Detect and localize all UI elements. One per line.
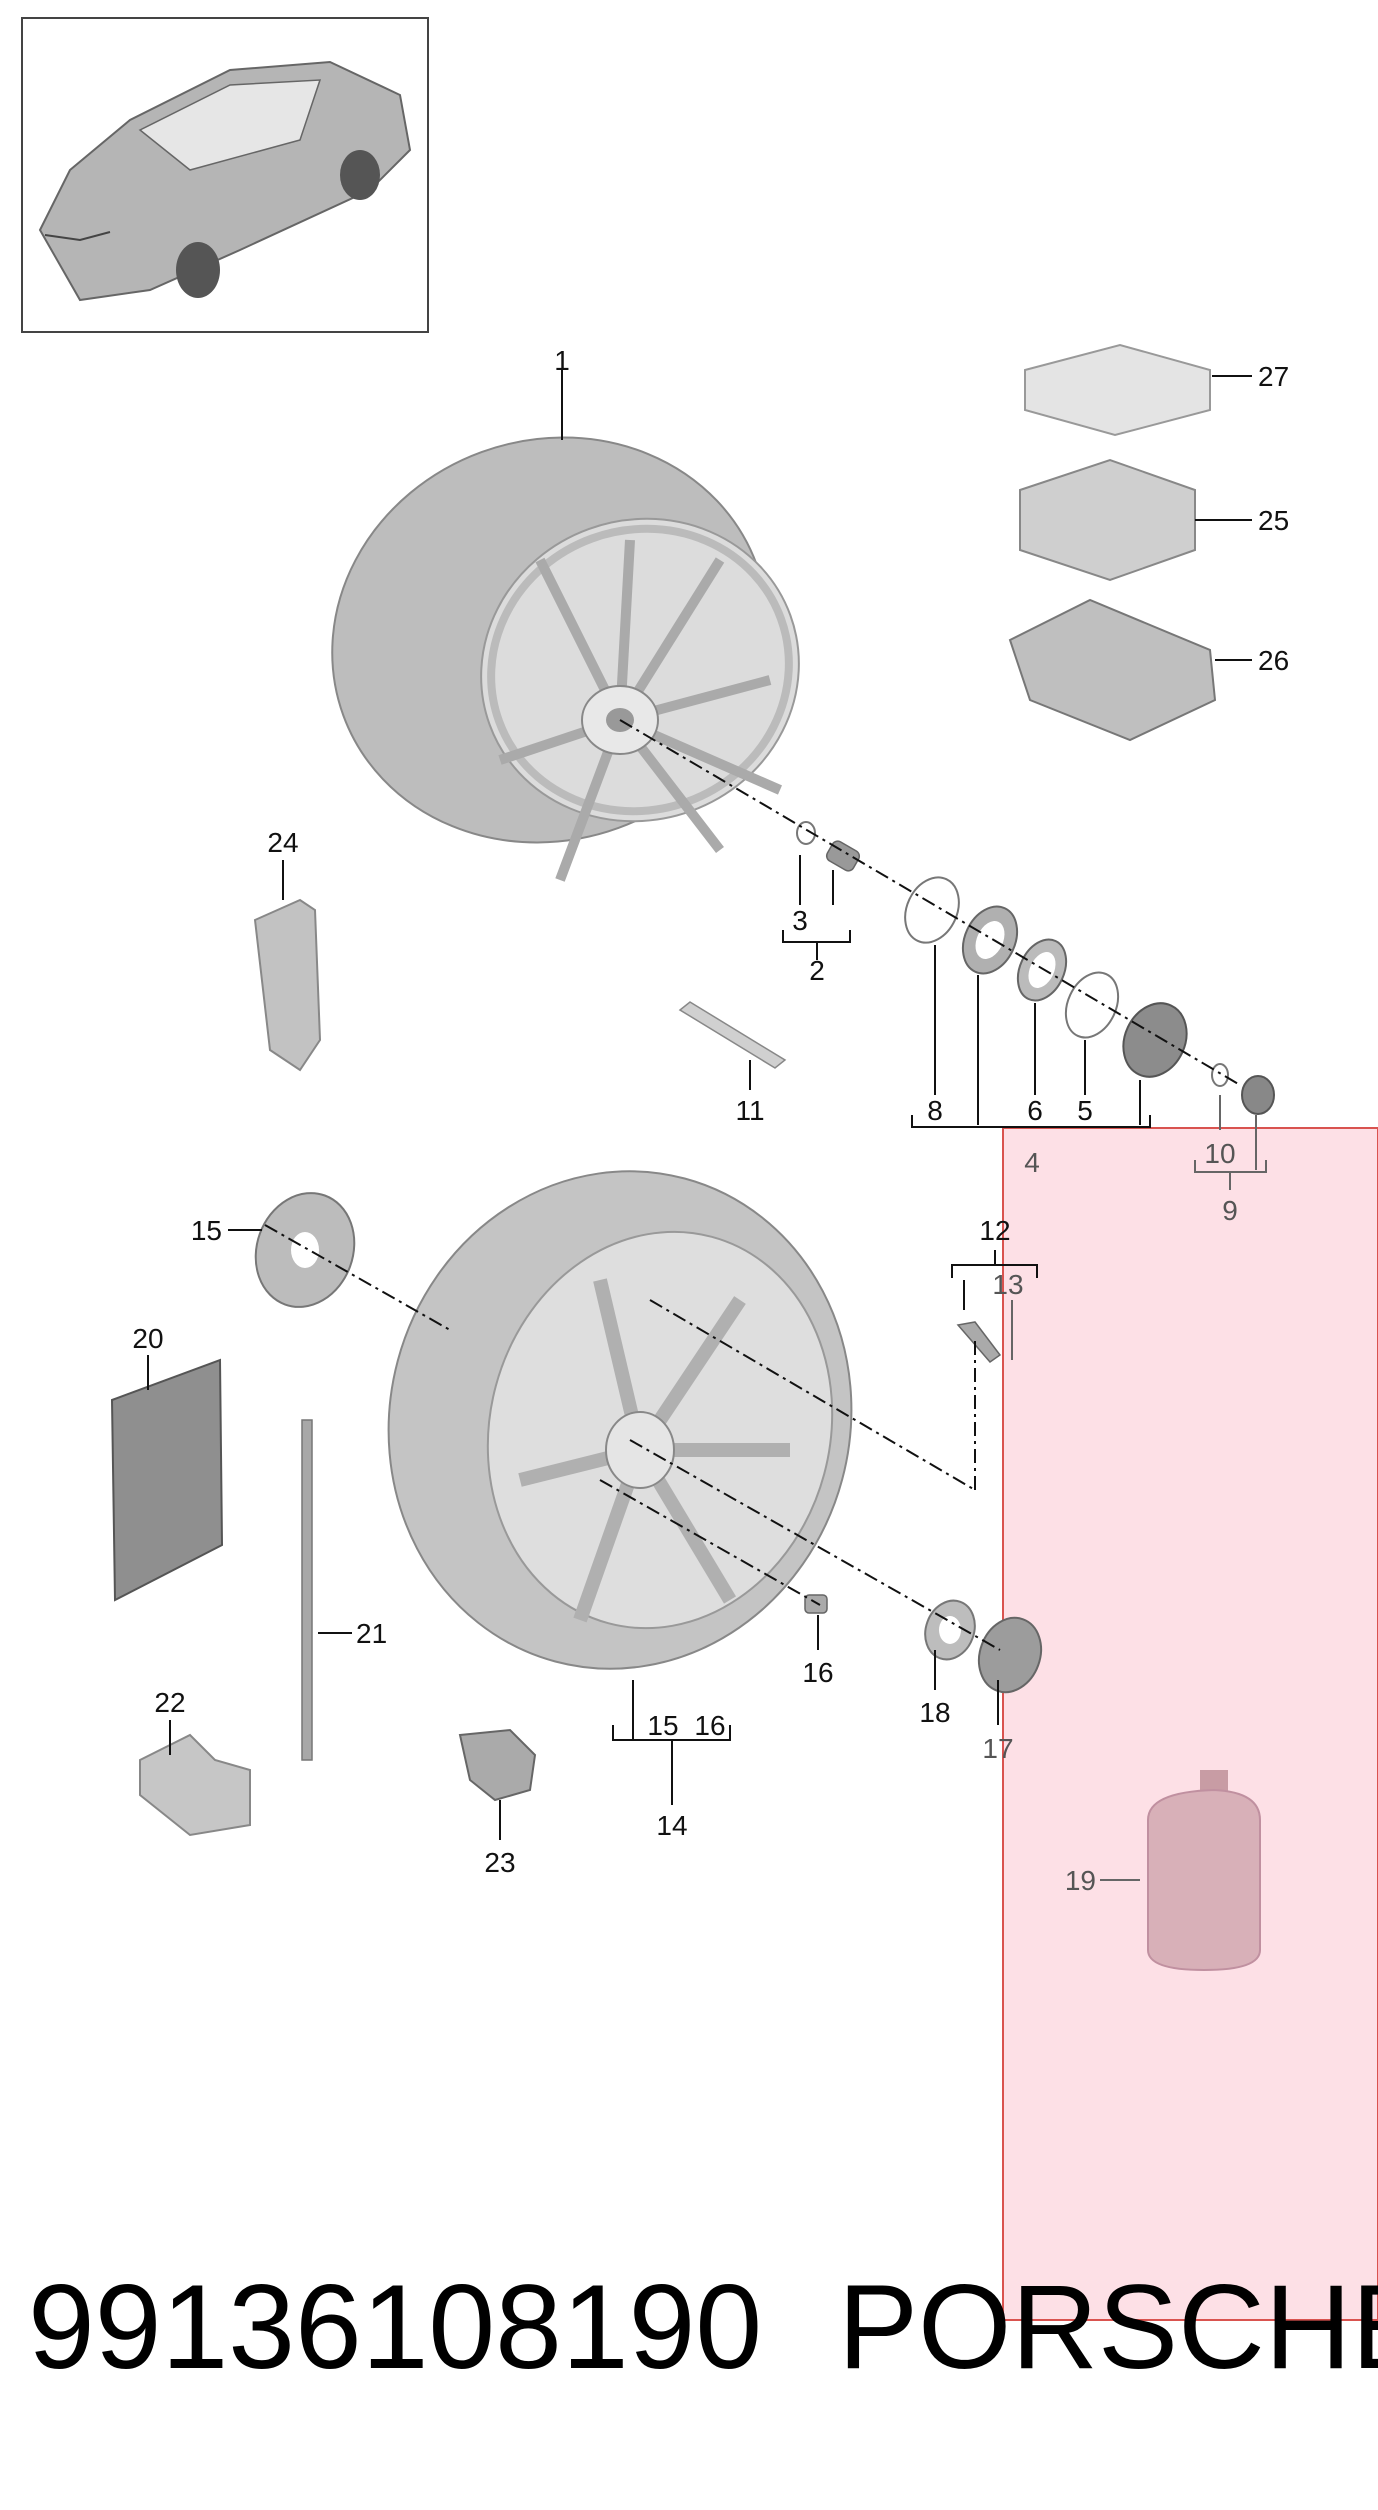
- leader-lines: [147, 368, 1267, 1881]
- upper-wheel: [331, 436, 800, 882]
- callout-21: 21: [356, 1618, 387, 1649]
- callout-25: 25: [1258, 505, 1289, 536]
- callout-16-bolt: 16: [802, 1657, 833, 1688]
- callout-26: 26: [1258, 645, 1289, 676]
- callout-19: 19: [1065, 1865, 1096, 1896]
- callout-12: 12: [979, 1215, 1010, 1246]
- callout-22: 22: [154, 1687, 185, 1718]
- callout-6: 6: [1027, 1095, 1043, 1126]
- car-thumbnail: [21, 17, 429, 333]
- callout-15-bracket: 15: [647, 1710, 678, 1741]
- callout-24: 24: [267, 827, 298, 858]
- brand-text: PORSCHE: [838, 2260, 1378, 2394]
- part-number-text: 99136108190: [28, 2260, 762, 2394]
- callout-4: 4: [1024, 1147, 1040, 1178]
- callout-labels: 1 27 25 26 24 3 2 11 8 6 5 4 10 9 15 12 …: [132, 345, 1289, 1896]
- callout-27: 27: [1258, 361, 1289, 392]
- callout-1: 1: [554, 345, 570, 376]
- callout-20: 20: [132, 1323, 163, 1354]
- callout-9: 9: [1222, 1195, 1238, 1226]
- callout-3: 3: [792, 905, 808, 936]
- callout-8: 8: [927, 1095, 943, 1126]
- callout-14: 14: [656, 1810, 687, 1841]
- callout-2: 2: [809, 955, 825, 986]
- highlight-region: [1002, 1127, 1378, 2321]
- callout-16-bracket: 16: [694, 1710, 725, 1741]
- callout-13: 13: [992, 1269, 1023, 1300]
- callout-18: 18: [919, 1697, 950, 1728]
- callout-23: 23: [484, 1847, 515, 1878]
- part-shapes: [110, 343, 1275, 1972]
- callout-15-spacer: 15: [191, 1215, 222, 1246]
- callout-11: 11: [735, 1095, 764, 1126]
- center-lines: [264, 719, 1241, 1651]
- lower-wheel: [387, 1170, 853, 1670]
- callout-10: 10: [1204, 1138, 1235, 1169]
- callout-17: 17: [982, 1733, 1013, 1764]
- callout-5: 5: [1077, 1095, 1093, 1126]
